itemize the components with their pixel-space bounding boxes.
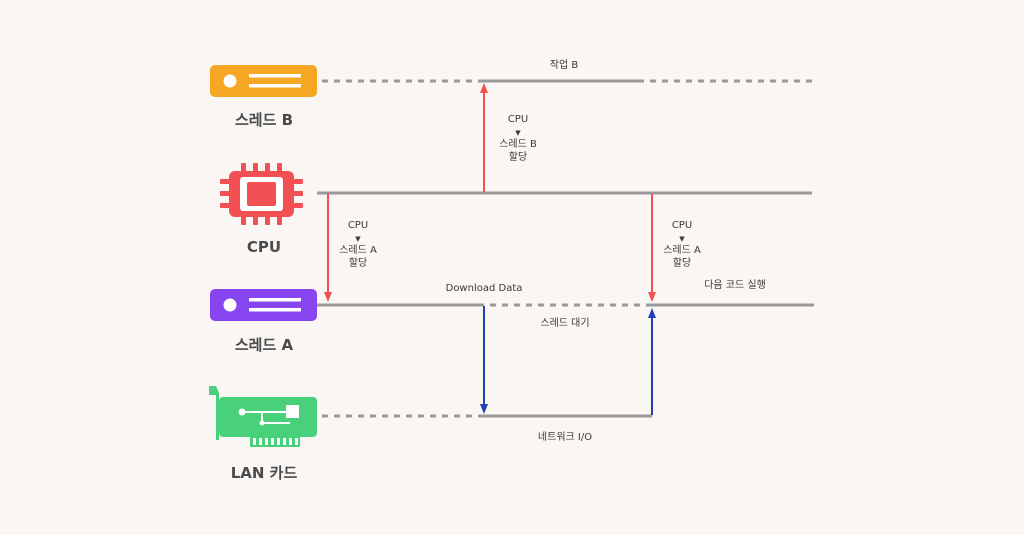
thread-b-server-icon — [210, 65, 317, 97]
task-b-label: 작업 B — [549, 60, 579, 71]
download-data-label: Download Data — [445, 283, 523, 294]
next-code-label: 다음 코드 실행 — [704, 280, 766, 291]
assign-thread-b-note: CPU ▼ 스레드 B 할당 — [499, 114, 537, 163]
assign-thread-a-again-note: CPU ▼ 스레드 A 할당 — [663, 220, 701, 269]
network-card-icon — [209, 386, 317, 447]
cpu-label: CPU — [246, 238, 282, 256]
thread-b-label: 스레드 B — [234, 111, 294, 129]
thread-wait-label: 스레드 대기 — [540, 318, 590, 329]
lan-card-label: LAN 카드 — [230, 464, 298, 482]
thread-a-server-icon — [210, 289, 317, 321]
thread-a-label: 스레드 A — [234, 336, 294, 354]
network-io-label: 네트워크 I/O — [537, 432, 593, 443]
cpu-chip-icon — [220, 163, 303, 225]
assign-thread-a-note: CPU ▼ 스레드 A 할당 — [339, 220, 377, 269]
